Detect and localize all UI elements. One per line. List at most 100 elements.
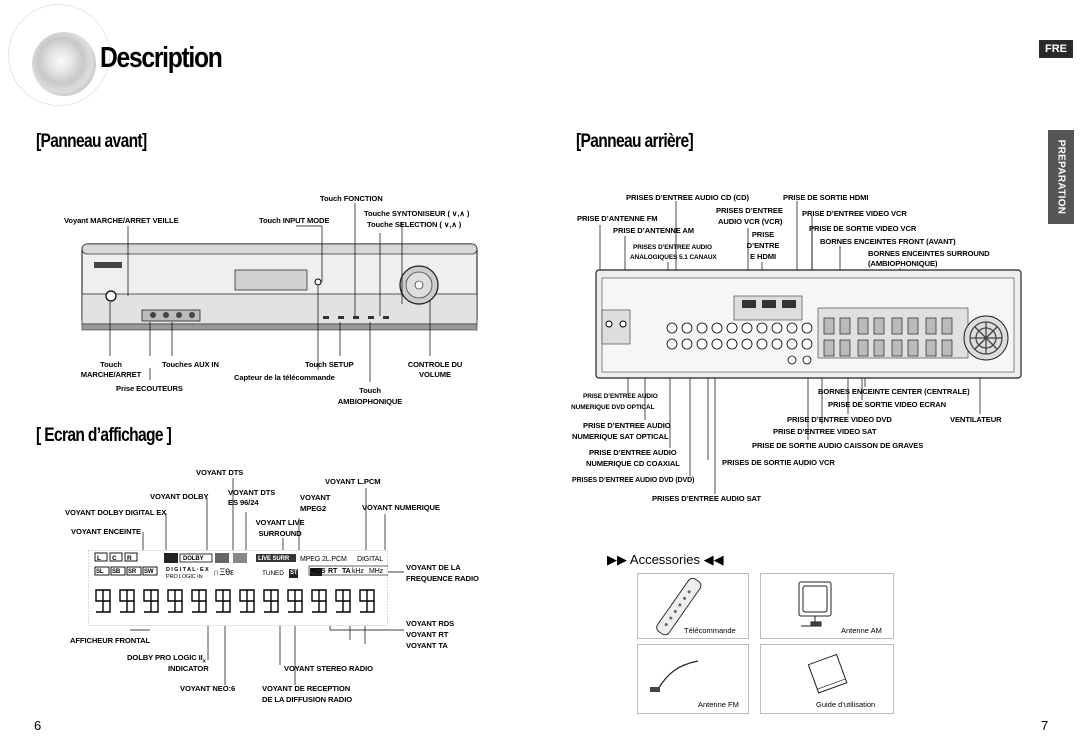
label-prise-video-sat: PRISE D’ENTREE VIDEO SAT xyxy=(773,427,877,436)
label-bornes-front: BORNES ENCEINTES FRONT (AVANT) xyxy=(820,237,956,246)
label-touch-marche-1: Touch xyxy=(100,360,122,369)
screen-lpcm: 2L.PCM xyxy=(322,556,347,563)
screen-rds: RDS xyxy=(311,568,326,575)
label-voyant-ta: VOYANT TA xyxy=(406,641,448,650)
arrows-right-icon: ▶▶ xyxy=(607,552,627,567)
label-audio-dvd: PRISES D’ENTREE AUDIO DVD (DVD) xyxy=(572,477,695,484)
label-voyant-mpeg-2: MPEG2 xyxy=(300,504,327,513)
accessory-label: Antenne FM xyxy=(698,700,739,709)
label-voyant-rt: VOYANT RT xyxy=(406,630,449,639)
label-sat-optical-2: NUMERIQUE SAT OPTICAL xyxy=(572,432,669,441)
label-voyant-dts-96-1: VOYANT DTS xyxy=(228,488,276,497)
label-prises-audio-cd: PRISES D’ENTREE AUDIO CD (CD) xyxy=(626,193,749,202)
screen-dolby: DOLBY xyxy=(183,556,204,562)
remote-icon xyxy=(656,577,702,636)
label-touch-input-mode: Touch INPUT MODE xyxy=(259,216,330,225)
screen-speaker-c: C xyxy=(112,555,117,562)
screen-digital: DIGITAL xyxy=(357,556,384,563)
screen-mhz: MHz xyxy=(369,568,384,575)
screen-digital-ex: D I G I T A L · E X xyxy=(166,567,209,573)
screen-tuned: TUNED xyxy=(262,570,284,577)
label-voyant-dts-96-2: ES 96/24 xyxy=(228,498,259,507)
label-touch-ambio-1: Touch xyxy=(359,386,381,395)
label-touch-setup: Touch SETUP xyxy=(305,360,354,369)
label-controle-1: CONTROLE DU xyxy=(407,360,463,369)
label-prise-antenne-fm: PRISE D’ANTENNE FM xyxy=(577,214,658,223)
accessories-heading: ▶▶ Accessories ◀◀ xyxy=(607,552,724,568)
label-prologic-1: DOLBY PRO LOGIC IIx xyxy=(127,653,206,667)
label-voyant-marche-arret: Voyant MARCHE/ARRET VEILLE xyxy=(64,216,179,225)
label-cd-coax-2: NUMERIQUE CD COAXIAL xyxy=(586,459,680,468)
label-sortie-audio-vcr: PRISES DE SORTIE AUDIO VCR xyxy=(722,458,835,467)
screen-st: ST xyxy=(289,569,299,578)
label-touche-syntoniseur: Touche SYNTONISEUR ( ∨,∧ ) xyxy=(364,209,470,218)
label-prise-hdmi-in-1: PRISE xyxy=(751,230,775,239)
fm-antenna-icon xyxy=(650,660,699,692)
label-controle-2: VOLUME xyxy=(419,370,451,379)
label-voyant-live-2: SURROUND xyxy=(258,529,302,538)
screen-speaker-sb: SB xyxy=(112,569,121,575)
display-diagram xyxy=(88,550,388,626)
label-voyant-dolby-ex: VOYANT DOLBY DIGITAL EX xyxy=(65,508,167,517)
label-voyant-mpeg-1: VOYANT xyxy=(300,493,331,502)
disc-ring-decoration xyxy=(8,4,110,106)
label-dvd-optical-1: PRISE D’ENTREE AUDIO xyxy=(583,393,658,400)
screen-mpeg: MPEG xyxy=(300,556,321,563)
label-prise-video-vcr: PRISE D’ENTREE VIDEO VCR xyxy=(802,209,907,218)
screen-ta: TA xyxy=(342,568,351,575)
section-tab: PREPARATION xyxy=(1048,130,1074,224)
label-voyant-freq-1: VOYANT DE LA xyxy=(406,563,461,572)
accessory-am-antenna: Antenne AM xyxy=(760,573,894,639)
screen-rt: RT xyxy=(328,568,338,575)
accessory-remote: Télécommande xyxy=(637,573,749,639)
screen-khz: kHz xyxy=(352,568,364,575)
accessory-fm-antenna: Antenne FM xyxy=(637,644,749,714)
screen-speaker-r: R xyxy=(127,555,132,562)
label-analog-2: ANALOGIQUES 5.1 CANAUX xyxy=(630,254,717,261)
label-voyant-dts: VOYANT DTS xyxy=(196,468,244,477)
page-number-left: 6 xyxy=(34,718,42,733)
label-voyant-numerique: VOYANT NUMERIQUE xyxy=(362,503,440,512)
label-voyant-rds: VOYANT RDS xyxy=(406,619,455,628)
label-bornes-surround-2: (AMBIOPHONIQUE) xyxy=(868,259,938,268)
am-antenna-icon xyxy=(798,581,832,627)
label-capteur: Capteur de la télécommande xyxy=(234,373,335,382)
manual-icon xyxy=(807,653,848,694)
label-prologic-2: INDICATOR xyxy=(168,664,209,673)
rear-panel-heading: [Panneau arrière] xyxy=(576,131,694,152)
label-voyant-stereo: VOYANT STEREO RADIO xyxy=(284,664,373,673)
display-heading: [ Ecran d’affichage ] xyxy=(36,425,172,446)
label-voyant-reception-1: VOYANT DE RECEPTION xyxy=(262,684,351,693)
label-prise-ecran: PRISE DE SORTIE VIDEO ECRAN xyxy=(828,400,946,409)
label-voyant-live-1: VOYANT LIVE xyxy=(255,518,305,527)
label-touches-aux-in: Touches AUX IN xyxy=(162,360,219,369)
accessory-label: Guide d’utilisation xyxy=(816,700,876,709)
label-prise-antenne-am: PRISE D’ANTENNE AM xyxy=(613,226,695,235)
label-sat-optical-1: PRISE D’ENTREE AUDIO xyxy=(583,421,671,430)
label-touche-selection: Touche SELECTION ( ∨,∧ ) xyxy=(367,220,462,229)
label-afficheur-frontal: AFFICHEUR FRONTAL xyxy=(70,636,150,645)
arrows-left-icon: ◀◀ xyxy=(703,552,724,567)
screen-neo: ∩Ξθε xyxy=(213,567,234,577)
label-prises-vcr-1: PRISES D’ENTREE xyxy=(716,206,783,215)
label-analog-1: PRISES D’ENTREE AUDIO xyxy=(633,244,712,251)
label-prise-hdmi-in-3: E HDMI xyxy=(750,252,776,261)
label-dvd-optical-2: NUMERIQUE DVD OPTICAL xyxy=(571,404,655,411)
screen-speaker-sr: SR xyxy=(128,569,137,575)
label-voyant-lpcm: VOYANT L.PCM xyxy=(325,477,381,486)
label-prologic-1-text: DOLBY PRO LOGIC II xyxy=(127,653,203,662)
front-panel-diagram xyxy=(81,243,478,331)
accessory-manual: Guide d’utilisation xyxy=(760,644,894,714)
label-voyant-dolby: VOYANT DOLBY xyxy=(150,492,209,501)
page-number-right: 7 xyxy=(1041,718,1049,733)
screen-pro-logic: PRO LOGIC IIx xyxy=(166,574,203,580)
screen-speaker-sw: SW xyxy=(144,569,154,575)
label-cd-coax-1: PRISE D’ENTREE AUDIO xyxy=(589,448,677,457)
label-prise-hdmi-in-2: D’ENTRE xyxy=(746,241,780,250)
label-touch-ambio-2: AMBIOPHONIQUE xyxy=(337,397,403,406)
label-audio-sat: PRISES D’ENTREE AUDIO SAT xyxy=(652,494,761,503)
accessory-label: Antenne AM xyxy=(841,626,882,635)
screen-speaker-sl: SL xyxy=(96,569,104,575)
label-voyant-reception-2: DE LA DIFFUSION RADIO xyxy=(262,695,353,704)
screen-speaker-l: L xyxy=(97,555,101,562)
